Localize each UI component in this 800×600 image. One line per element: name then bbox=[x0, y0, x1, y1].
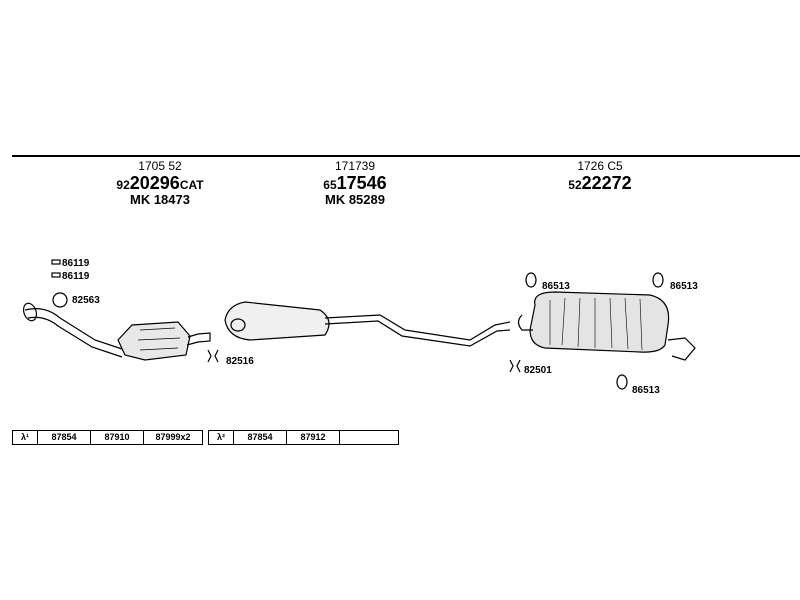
part-label-86119a: 86119 bbox=[62, 258, 90, 269]
catalyst-body bbox=[117, 321, 191, 361]
part-label-86119b: 86119 bbox=[62, 271, 90, 282]
part-label-86513a: 86513 bbox=[542, 281, 570, 292]
section-middle-header: 171739 6517546 MK 85289 bbox=[295, 160, 415, 206]
part-label-86513b: 86513 bbox=[670, 281, 698, 292]
part-label-82516: 82516 bbox=[226, 356, 254, 367]
middle-silencer bbox=[224, 301, 330, 341]
table-cell: 87854 bbox=[38, 431, 91, 444]
section-ref: 1705 52 bbox=[138, 159, 182, 173]
hanger-right bbox=[652, 272, 664, 288]
lambda-label: λ² bbox=[209, 431, 234, 444]
lambda-table-2: λ² 87854 87912 bbox=[208, 430, 399, 445]
lambda-table-1: λ¹ 87854 87910 87999x2 bbox=[12, 430, 203, 445]
part-label-82563: 82563 bbox=[72, 295, 100, 306]
rear-silencer bbox=[529, 291, 670, 353]
hanger-bottom bbox=[616, 374, 628, 390]
clamp-82516 bbox=[207, 349, 219, 363]
part-number: 9220296CAT bbox=[116, 173, 204, 193]
silencer-inlet bbox=[230, 318, 246, 332]
rear-tailpipe bbox=[667, 337, 696, 361]
tailpipe-section bbox=[324, 314, 511, 341]
lambda-label: λ¹ bbox=[13, 431, 38, 444]
flange bbox=[22, 302, 38, 322]
section-ref: 1726 C5 bbox=[577, 159, 623, 173]
table-cell: 87854 bbox=[234, 431, 287, 444]
section-rear-header: 1726 C5 5222272 bbox=[540, 160, 660, 192]
table-cell: 87912 bbox=[287, 431, 340, 444]
table-cell: 87910 bbox=[91, 431, 144, 444]
part-label-82501: 82501 bbox=[524, 365, 552, 376]
divider-line bbox=[12, 155, 800, 157]
clamp-82501 bbox=[509, 359, 521, 373]
section-ref: 171739 bbox=[334, 159, 376, 173]
part-number: 5222272 bbox=[568, 173, 632, 193]
section-catalyst-header: 1705 52 9220296CAT MK 18473 bbox=[100, 160, 220, 206]
part-number: 6517546 bbox=[323, 173, 387, 193]
gasket-ring bbox=[52, 292, 68, 308]
mk-number: MK 85289 bbox=[325, 192, 385, 207]
front-pipe bbox=[24, 308, 126, 351]
table-cell: 87999x2 bbox=[155, 432, 191, 442]
part-label-86513c: 86513 bbox=[632, 385, 660, 396]
mk-number: MK 18473 bbox=[130, 192, 190, 207]
hanger-left bbox=[525, 272, 537, 288]
table-cell bbox=[340, 431, 398, 444]
